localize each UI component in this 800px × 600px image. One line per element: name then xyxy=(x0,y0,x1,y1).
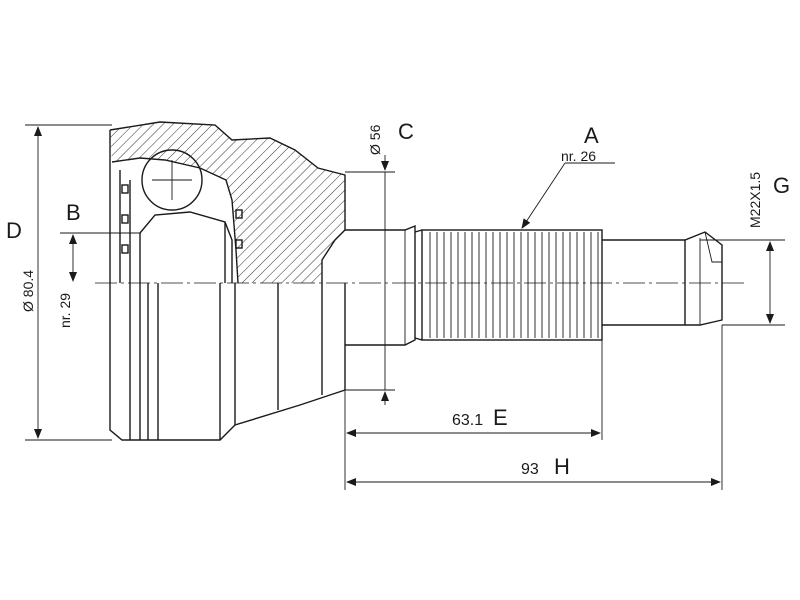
label-g: G xyxy=(773,173,790,198)
label-c-dim: Ø 56 xyxy=(367,124,383,155)
label-g-dim: M22X1.5 xyxy=(747,172,763,228)
label-h-dim: 93 xyxy=(521,461,539,478)
extension-lines xyxy=(25,124,785,490)
label-e-dim: 63.1 xyxy=(452,412,483,429)
neck xyxy=(345,224,416,346)
label-b: B xyxy=(66,200,81,225)
threaded-end xyxy=(602,231,723,326)
label-b-sub: nr. 29 xyxy=(57,293,73,328)
joint-housing xyxy=(109,121,346,441)
labels: A nr. 26 B nr. 29 C Ø 56 D Ø 80.4 63.1 E… xyxy=(6,119,790,479)
label-e: E xyxy=(493,405,508,430)
label-a-sub: nr. 26 xyxy=(561,148,596,164)
label-h: H xyxy=(554,454,570,479)
label-d: D xyxy=(6,218,22,243)
label-a: A xyxy=(584,123,599,148)
label-c: C xyxy=(398,119,414,144)
dimension-arrows xyxy=(34,126,774,486)
splined-shaft xyxy=(414,229,603,341)
label-d-dim: Ø 80.4 xyxy=(20,270,36,312)
